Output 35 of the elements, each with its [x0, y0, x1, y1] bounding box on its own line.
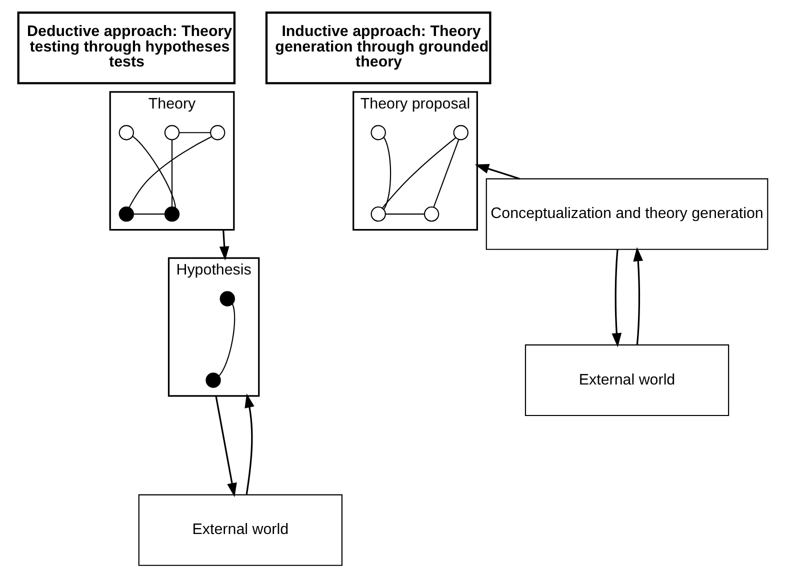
- connector: [385, 214, 424, 215]
- node-box: Conceptualization and theory generation: [486, 178, 768, 250]
- node-circle: [370, 125, 386, 140]
- node-box: External world: [138, 494, 342, 566]
- cluster: Hypothesis: [168, 257, 260, 397]
- node-circle: [164, 125, 180, 140]
- connector: [179, 132, 210, 134]
- node-circle: [118, 206, 134, 222]
- connector: [218, 304, 236, 376]
- connector: [134, 214, 165, 215]
- node-box: Inductive approach: Theory generation through grounded theory: [265, 12, 492, 84]
- node-box: Deductive approach: Theory testing through hypotheses tests: [17, 12, 236, 84]
- node-circle: [210, 125, 226, 140]
- arrow: [244, 394, 254, 495]
- node-circle: [164, 206, 180, 222]
- connector: [383, 137, 392, 210]
- node-circle: [424, 206, 440, 222]
- node-circle: [453, 125, 468, 140]
- cluster: Theory: [109, 91, 235, 231]
- connector: [382, 137, 456, 208]
- arrow: [474, 164, 520, 180]
- node-circle: [206, 372, 221, 388]
- arrow: [612, 249, 622, 348]
- connector: [128, 136, 212, 208]
- arrow: [219, 230, 230, 261]
- node-circle: [370, 206, 386, 222]
- arrow: [633, 247, 644, 345]
- node-box: External world: [524, 344, 730, 416]
- cluster: Theory proposal: [352, 91, 478, 231]
- connector: [433, 139, 460, 208]
- node-circle: [118, 125, 134, 140]
- arrow: [215, 396, 237, 498]
- node-circle: [220, 291, 235, 306]
- connector: [171, 140, 173, 207]
- connector: [132, 136, 176, 208]
